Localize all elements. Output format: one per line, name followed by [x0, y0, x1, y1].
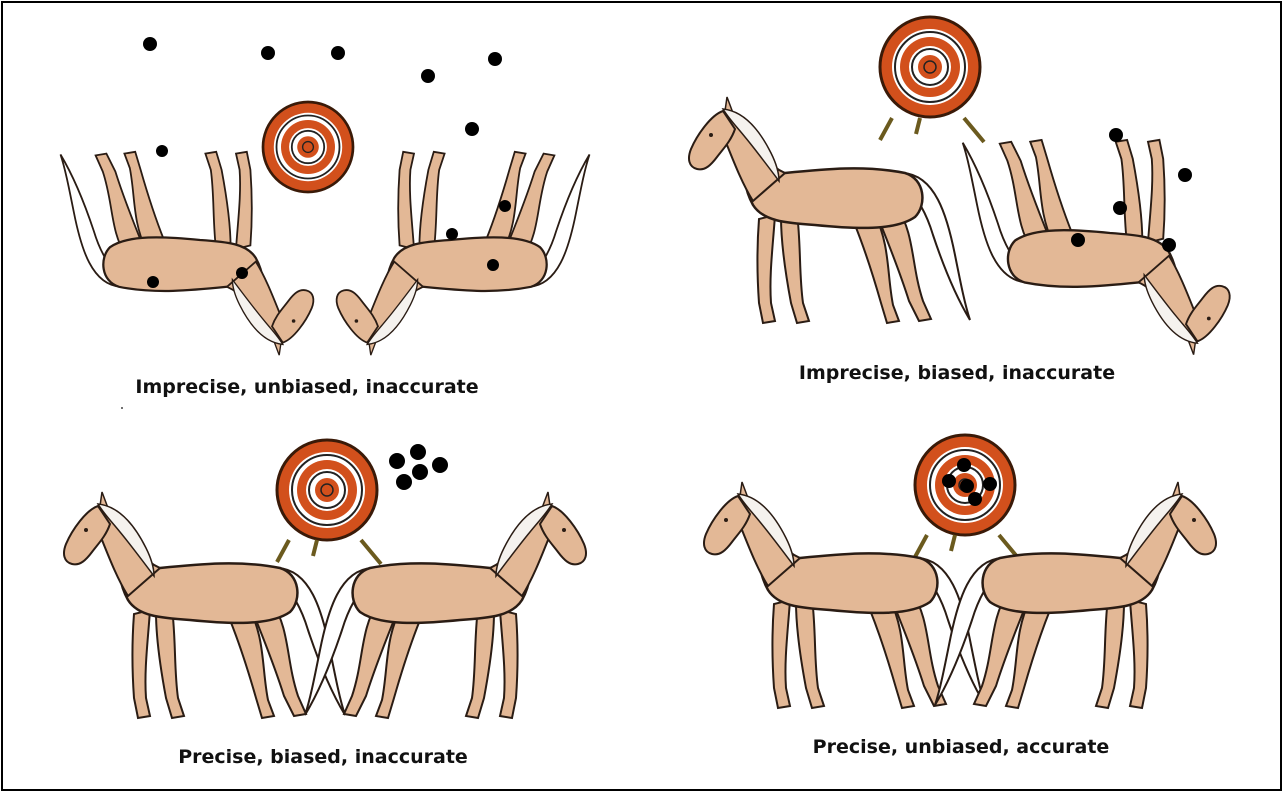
- horse-standing-top-right: [689, 97, 970, 323]
- panel-top-right: [689, 17, 1230, 355]
- caption-top-right: Imprecise, biased, inaccurate: [799, 362, 1115, 384]
- caption-bottom-left: Precise, biased, inaccurate: [178, 746, 468, 768]
- target-stand-bottom-left: [277, 540, 381, 564]
- horse-upside-down-right: [337, 152, 590, 355]
- caption-bottom-right: Precise, unbiased, accurate: [813, 736, 1110, 758]
- caption-top-left: Imprecise, unbiased, inaccurate: [135, 376, 478, 398]
- target-stand-top-right: [880, 118, 984, 142]
- panel-top-left: [60, 37, 589, 355]
- target-bottom-left: [277, 440, 377, 540]
- target-top-left: [263, 102, 353, 192]
- panel-bottom-right: [704, 435, 1216, 708]
- target-top-right: [880, 17, 980, 117]
- shot-marks-bottom-left: [389, 444, 448, 490]
- panel-bottom-left: [64, 440, 586, 718]
- target-stand-bottom-right: [915, 535, 1019, 559]
- horse-upside-down-left: [60, 152, 313, 355]
